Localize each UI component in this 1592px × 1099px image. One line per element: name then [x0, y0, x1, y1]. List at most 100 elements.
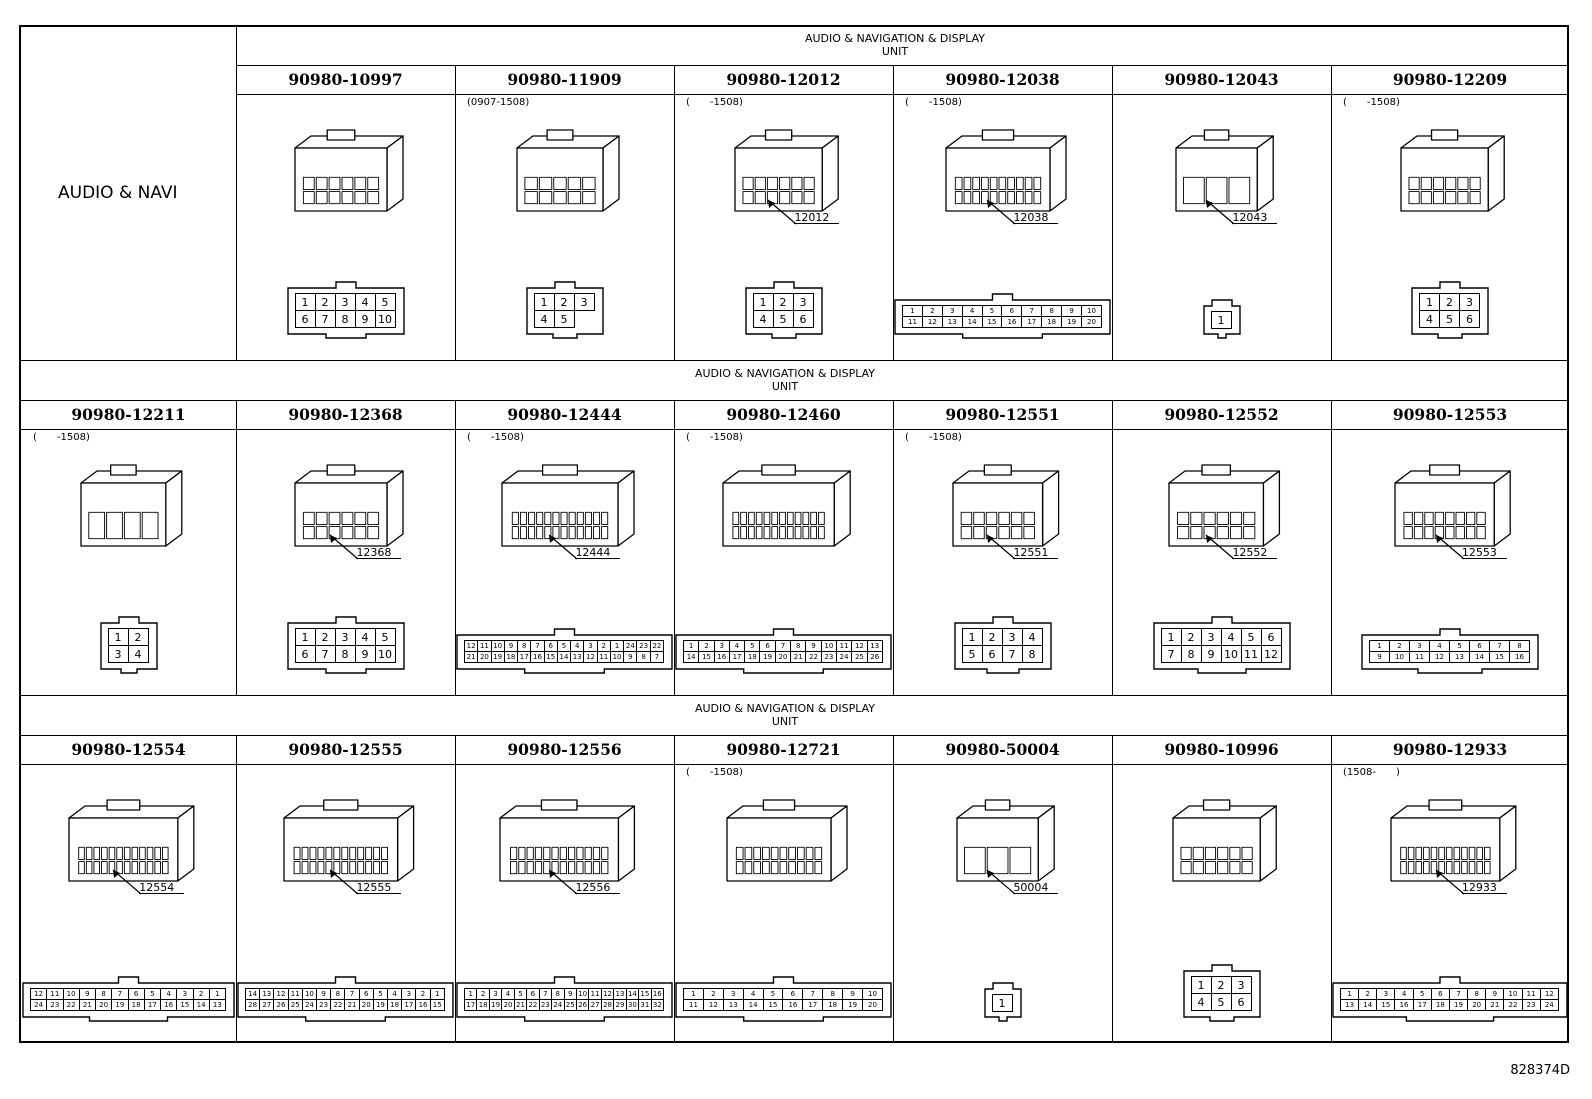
pin-cell: 18 [744, 651, 761, 663]
pin-cell: 19 [1448, 999, 1469, 1011]
leader-arrow [983, 196, 1017, 226]
pin-cell: 14 [683, 651, 700, 663]
rule [21, 400, 1569, 401]
callout-label: 12554 [139, 882, 185, 894]
group-header-line1: AUDIO & NAVIGATION & DISPLAY [694, 367, 876, 380]
pin-cell: 1 [991, 994, 1013, 1012]
pin-cell: 3 [1001, 628, 1023, 646]
pin-cell: 28 [245, 999, 261, 1011]
pin-cell: 20 [477, 651, 492, 663]
pin-cell: 21 [78, 999, 96, 1011]
pin-cell: 2 [314, 293, 336, 311]
pin-cell: 4 [1190, 993, 1212, 1011]
leader-arrow [764, 196, 798, 226]
connector-drawing [943, 451, 1063, 547]
rule [1112, 65, 1113, 360]
pin-cell: 16 [530, 651, 545, 663]
pin-cell: 2 [1210, 976, 1232, 994]
leader-arrow [1432, 531, 1466, 561]
leader-arrow [326, 531, 360, 561]
pin-cell: 8 [1021, 645, 1043, 663]
pin-cell: 21 [344, 999, 360, 1011]
pin-cell: 4 [1419, 310, 1440, 328]
pin-cell: 17 [401, 999, 417, 1011]
part-number: 90980-12552 [1164, 405, 1279, 424]
pin-cell: 9 [1200, 645, 1222, 663]
applicability-range: ( -1508) [467, 432, 524, 443]
connector-drawing [1163, 786, 1280, 882]
pin-cell: 13 [1340, 999, 1360, 1011]
leader-arrow [1432, 866, 1466, 896]
connector-drawing [490, 786, 638, 882]
connector-drawing [492, 451, 638, 547]
pin-cell: 4 [752, 310, 774, 328]
connector-drawing [59, 786, 198, 882]
pin-cell: 4 [354, 293, 376, 311]
pin-cell: 25 [851, 651, 868, 663]
pin-cell: 1 [961, 628, 983, 646]
pin-cell: 4 [533, 310, 555, 328]
callout-label: 12444 [575, 547, 621, 559]
pin-cell: 19 [1061, 316, 1083, 328]
pin-cell: 15 [176, 999, 194, 1011]
pin-cell: 15 [981, 316, 1003, 328]
connector-drawing [947, 786, 1058, 882]
callout-label: 12368 [356, 547, 402, 559]
pin-cell: 19 [111, 999, 129, 1011]
pin-cell: 22 [62, 999, 80, 1011]
applicability-range: ( -1508) [905, 432, 962, 443]
pin-cell: 2 [553, 293, 575, 311]
pin-cell: 3 [1459, 293, 1480, 311]
connector-drawing [725, 116, 842, 212]
part-number: 90980-12555 [288, 740, 403, 759]
pin-cell: 17 [143, 999, 161, 1011]
pin-cell: 22 [649, 640, 664, 652]
pin-cell: 5 [1240, 628, 1262, 646]
leader-arrow [983, 531, 1017, 561]
pin-cell: 10 [1220, 645, 1242, 663]
pin-cell: 7 [314, 310, 336, 328]
part-number: 90980-12554 [71, 740, 186, 759]
group-header-line2: UNIT [771, 715, 799, 728]
leader-arrow [545, 866, 579, 896]
rule [1112, 400, 1113, 695]
connector-drawing [285, 116, 407, 212]
pin-cell: 8 [1180, 645, 1202, 663]
pin-face: 1 [1202, 298, 1242, 339]
pin-cell: 11 [1409, 651, 1430, 663]
pin-cell: 16 [1001, 316, 1023, 328]
pin-grid: 1 [1210, 311, 1232, 329]
pin-cell: 18 [503, 651, 519, 663]
pin-cell: 19 [759, 651, 776, 663]
pin-cell: 10 [374, 645, 396, 663]
pin-cell: 9 [623, 651, 638, 663]
rule [674, 65, 675, 360]
pin-cell: 4 [354, 628, 376, 646]
rule [893, 400, 894, 695]
rule [236, 65, 1569, 66]
pin-cell: 24 [835, 651, 853, 663]
pin-cell: 1 [1419, 293, 1440, 311]
group-header: AUDIO & NAVIGATION & DISPLAY UNIT [695, 703, 875, 727]
pin-cell: 20 [1467, 999, 1487, 1011]
pin-cell: 6 [294, 645, 316, 663]
pin-cell: 1 [752, 293, 774, 311]
pin-cell: 11 [902, 316, 923, 328]
pin-cell: 22 [526, 999, 540, 1011]
pin-cell: 29 [613, 999, 627, 1011]
pin-cell: 8 [636, 651, 651, 663]
group-header-line1: AUDIO & NAVIGATION & DISPLAY [694, 702, 876, 715]
